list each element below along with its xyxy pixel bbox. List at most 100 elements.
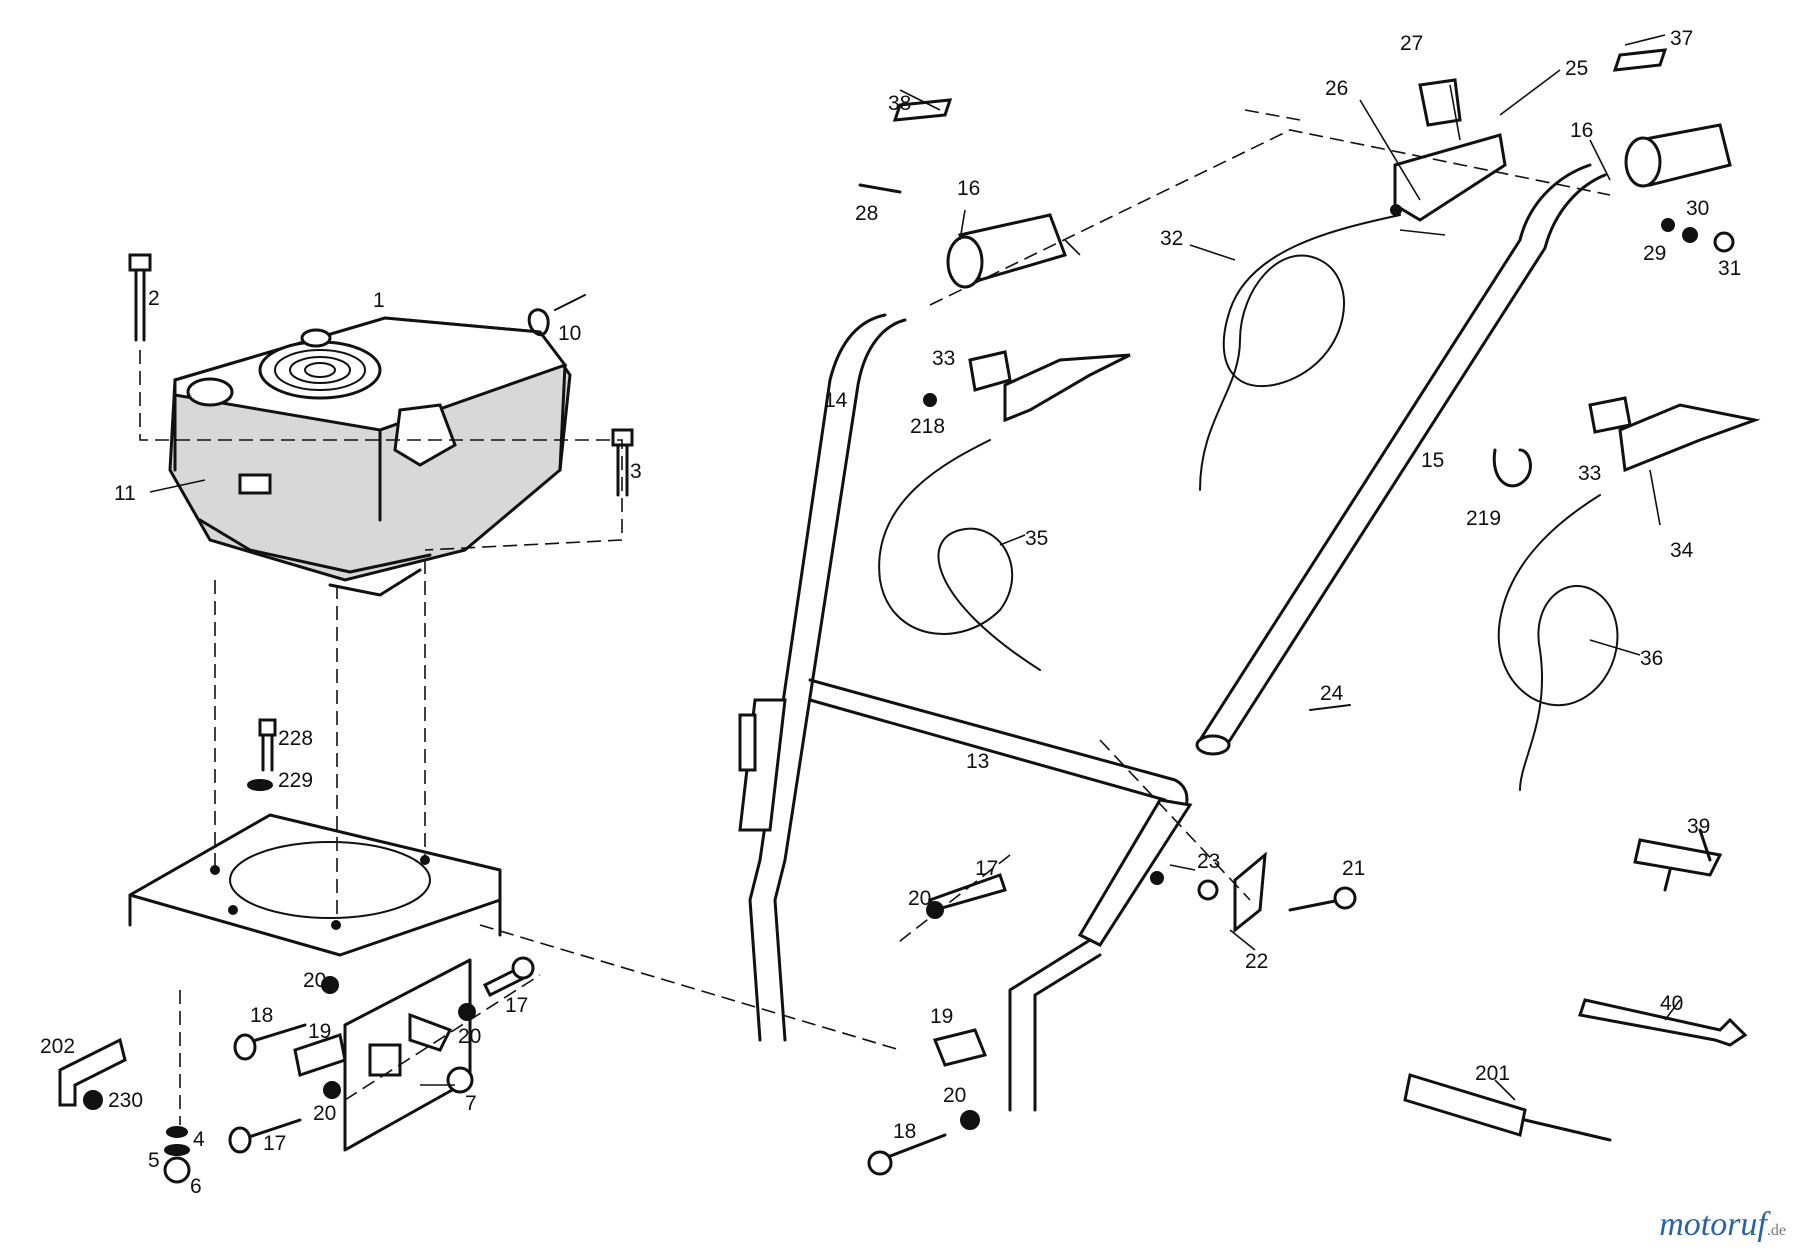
- label-218: 218: [910, 415, 945, 438]
- bolt-3: [611, 428, 634, 497]
- bracket: [343, 958, 472, 1152]
- crossbar-13: [808, 678, 1193, 1112]
- bolt-18-handle: [867, 1150, 893, 1176]
- spacer-19-handle: [932, 1028, 988, 1067]
- label-230: 230: [108, 1089, 143, 1112]
- label-33-right: 33: [1578, 462, 1601, 485]
- label-30: 30: [1686, 197, 1709, 220]
- label-20-e: 20: [943, 1084, 966, 1107]
- label-201: 201: [1475, 1062, 1510, 1085]
- label-11: 11: [114, 482, 136, 505]
- watermark-tld: .de: [1766, 1222, 1786, 1239]
- nut-7: [446, 1066, 474, 1094]
- label-38: [892, 98, 953, 122]
- label-24: 24: [1320, 682, 1344, 705]
- cable-32: [1199, 214, 1401, 491]
- label-33-left: 33: [932, 347, 955, 370]
- label-37: [1612, 48, 1668, 72]
- label-35: 35: [1025, 527, 1048, 550]
- handlebar-right-15: [1195, 163, 1607, 756]
- label-20-c: 20: [458, 1025, 481, 1048]
- bolt-17: [228, 1126, 252, 1154]
- clip-10: [527, 294, 586, 337]
- nut-20-bottom: [960, 1110, 980, 1130]
- label-23: 23: [1197, 850, 1220, 873]
- watermark-name: motoruf: [1659, 1206, 1767, 1243]
- label-16-left: 16: [957, 177, 980, 200]
- clamp-22: [1233, 851, 1267, 934]
- label-3: 3: [630, 460, 642, 483]
- label-28: 28: [855, 202, 878, 225]
- label-17-left: 17: [263, 1132, 286, 1155]
- nut-20: [321, 976, 339, 994]
- bolt-2: [128, 253, 152, 342]
- leader-lines: [149, 34, 1681, 1101]
- spacer-19: [293, 1033, 347, 1077]
- grease-gun-201: [1403, 1073, 1527, 1137]
- label-15: 15: [1421, 449, 1444, 472]
- label-31: 31: [1718, 257, 1741, 280]
- clip-219: [1492, 448, 1532, 488]
- throttle-lever-25: [1390, 78, 1507, 222]
- handlebar-left-14: [738, 313, 907, 1042]
- pin-24: [1309, 704, 1351, 711]
- nut-31: [1713, 231, 1735, 253]
- screw-28: [858, 183, 902, 194]
- label-34: 34: [1670, 539, 1694, 562]
- label-5: 5: [148, 1149, 160, 1172]
- cables: [878, 214, 1619, 791]
- label-14: 14: [824, 389, 848, 412]
- label-229: 229: [278, 769, 313, 792]
- engine: [168, 316, 572, 597]
- label-18-handle: 18: [893, 1120, 916, 1143]
- label-20-d: 20: [908, 887, 931, 910]
- tool-39: [1633, 838, 1723, 877]
- brake-levers-33: [968, 350, 1761, 473]
- label-7: 7: [465, 1092, 477, 1115]
- label-25: 25: [1565, 57, 1588, 80]
- nut-218: [923, 393, 937, 407]
- label-20-b: 20: [313, 1102, 336, 1125]
- bracket-202: [58, 1037, 127, 1107]
- label-19-left: 19: [308, 1020, 331, 1043]
- bolt-21: [1333, 886, 1357, 910]
- washer-20: [1150, 871, 1164, 885]
- label-2: 2: [148, 287, 160, 310]
- label-19-handle: 19: [930, 1005, 953, 1028]
- label-4: 4: [193, 1128, 205, 1151]
- label-16-right: 16: [1570, 119, 1593, 142]
- washer-30: [1682, 227, 1698, 243]
- nut-20-lower: [323, 1081, 341, 1099]
- label-202: 202: [40, 1035, 75, 1058]
- label-1: 1: [373, 289, 385, 312]
- label-22: 22: [1245, 950, 1268, 973]
- label-17-handle: 17: [975, 857, 998, 880]
- misc-parts: [858, 48, 1748, 1176]
- label-36: 36: [1640, 647, 1663, 670]
- nut-6: [163, 1156, 191, 1184]
- callout-labels: 1 2 3 4 5 6 7 10 11 13 14 15 16 16 17 17…: [40, 27, 1741, 1198]
- dashed-guides: [894, 109, 1611, 946]
- label-13: 13: [966, 750, 989, 773]
- hardware-lower-left: [58, 718, 901, 1184]
- label-17-right: 17: [505, 994, 528, 1017]
- wrench-40: [1578, 998, 1748, 1047]
- grips-16: [946, 123, 1732, 289]
- label-32: 32: [1160, 227, 1183, 250]
- label-10: 10: [558, 322, 581, 345]
- label-29: 29: [1643, 242, 1666, 265]
- nut-20-right: [458, 1003, 476, 1021]
- nut-23: [1197, 879, 1219, 901]
- washer-229: [247, 779, 273, 791]
- mounting-plate: [128, 350, 623, 957]
- label-40: 40: [1660, 992, 1683, 1015]
- label-26: 26: [1325, 77, 1348, 100]
- label-27: 27: [1400, 32, 1423, 55]
- washer-4: [166, 1126, 188, 1138]
- label-219: 219: [1466, 507, 1501, 530]
- label-39: 39: [1687, 815, 1710, 838]
- label-20-a: 20: [303, 969, 326, 992]
- bolt-18: [233, 1033, 257, 1061]
